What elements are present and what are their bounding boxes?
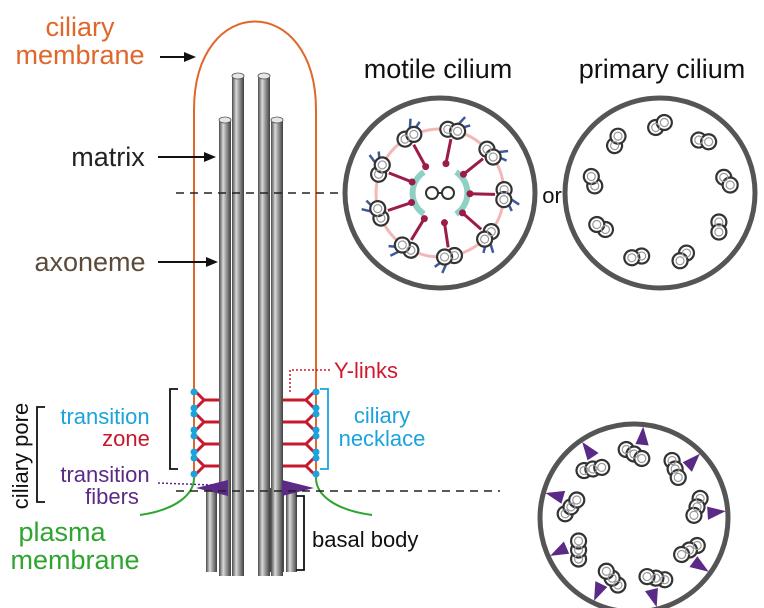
transition-zone-bracket [169,388,178,470]
microtubule-unit [575,458,611,480]
transition-zone-label-2: zone [102,426,150,451]
axoneme-label: axoneme [34,247,145,277]
radial-spoke [461,211,483,231]
transition-fiber [682,453,700,472]
basal-body-label: basal body [312,527,418,552]
y-links-right [283,390,316,476]
ciliary-necklace-label-2: necklace [339,426,426,451]
transition-fiber [635,426,649,446]
primary-cilium-cross-section [562,95,758,291]
microtubule-unit [623,247,651,267]
microtubule-unit [597,562,627,594]
microtubule-unit [690,131,718,151]
plasma-membrane-label-2: membrane [10,545,139,575]
transition-fiber-right [282,480,314,496]
microtubule-unit [495,181,513,209]
transition-fibers-leader [157,482,213,486]
radial-spoke [442,222,450,248]
microtubule-unit [605,127,627,155]
radial-spoke [410,217,426,241]
transition-zone-label-1: transition [60,404,149,429]
y-links-leader [289,369,330,394]
or-label: or [542,183,562,208]
motile-cilium-title: motile cilium [364,54,513,84]
microtubule-unit [369,200,390,227]
motile-cilium-cross-section [342,95,538,291]
ciliary-pore-label: ciliary pore [8,403,33,509]
ciliary-pore-bracket [36,406,45,503]
plasma-membrane-left [139,477,195,516]
ciliary-necklace-dots [190,388,320,478]
ciliary-necklace-label-1: ciliary [354,403,410,428]
radial-spoke [462,157,484,176]
microtubule-unit [663,451,687,487]
transition-fiber [545,490,566,504]
plasma-membrane-right [315,477,373,516]
microtubule-unit [478,140,502,166]
microtubule-unit [396,125,423,148]
y-links-left [194,390,219,476]
label-arrows [158,52,218,267]
radial-spoke [469,192,496,196]
transition-fibers-label-2: fibers [85,484,139,509]
microtubule-unit [393,236,420,259]
transition-fiber [550,541,570,556]
transition-fibers-cross-section [537,421,731,608]
microtubule-unit [582,167,604,195]
microtubule-unit [588,215,615,239]
microtubule-unit [476,223,500,248]
axoneme-tubes [218,72,284,576]
microtubule-unit [617,440,651,468]
ciliary-membrane-label-1: ciliary [45,12,115,42]
microtubule-unit [685,489,709,524]
microtubule-unit [673,536,706,564]
radial-spoke [387,201,413,212]
y-links-label: Y-links [334,358,398,383]
transition-fiber-left [196,480,228,496]
transition-fiber [594,581,608,601]
radial-spoke [388,171,413,184]
microtubule-unit [435,246,464,266]
ciliary-membrane-label-2: membrane [15,40,144,70]
ciliary-membrane-outline [193,20,317,478]
matrix-label: matrix [71,142,145,172]
microtubule-unit [710,213,728,241]
ciliary-necklace-bracket [320,388,329,470]
transition-fiber [707,506,726,520]
microtubule-unit [638,567,674,589]
microtubule-unit [647,113,673,137]
microtubule-unit [671,244,696,270]
microtubule-unit [370,156,391,183]
basal-body-bracket [296,495,305,571]
transition-fiber [582,441,599,461]
plasma-membrane-label-1: plasma [18,517,106,547]
microtubule-unit [439,120,467,140]
transition-fibers-label-1: transition [60,462,149,487]
transition-fiber [644,588,658,608]
microtubule-unit [556,491,586,523]
primary-cilium-title: primary cilium [579,54,746,84]
radial-spoke [444,138,453,164]
radial-spoke [412,143,427,168]
transition-fiber [689,556,709,572]
microtubule-unit [715,168,739,194]
microtubule-unit [569,532,588,568]
